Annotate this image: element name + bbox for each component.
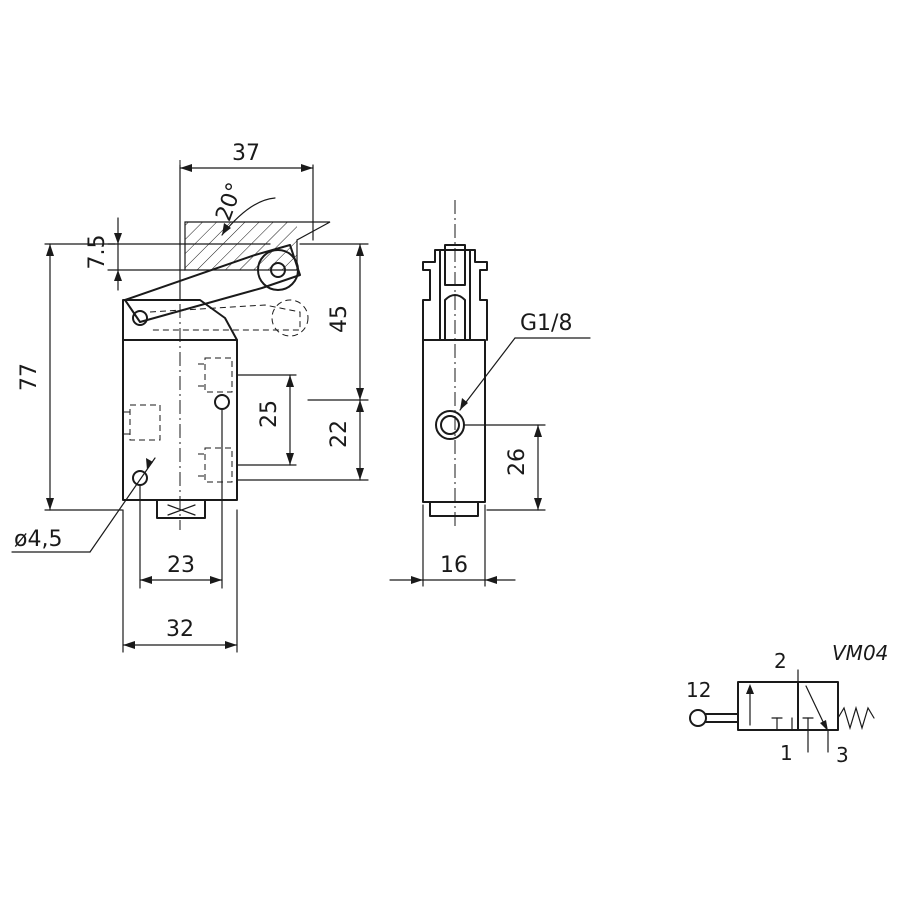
- pivot-hole: [132, 310, 148, 326]
- roller-lever: [124, 244, 309, 337]
- svg-text:7.5: 7.5: [85, 235, 110, 270]
- port-3-label: 3: [836, 743, 849, 767]
- svg-text:ø4,5: ø4,5: [14, 527, 62, 552]
- dim-37: 37: [179, 141, 314, 301]
- dim-16: 16: [389, 504, 516, 587]
- dim-32: 32: [122, 509, 238, 653]
- port-1-label: 1: [780, 741, 793, 765]
- dim-77: 77: [17, 243, 123, 511]
- svg-text:26: 26: [505, 448, 530, 476]
- pneumatic-symbol: VM04 12 2 1 3: [686, 641, 888, 767]
- svg-text:37: 37: [232, 141, 260, 166]
- dim-26: 26: [464, 424, 546, 511]
- dim-25: 25: [236, 374, 297, 466]
- port-holes: [124, 357, 233, 486]
- svg-text:25: 25: [257, 400, 282, 428]
- roller-actuator-icon: [689, 709, 707, 727]
- svg-text:45: 45: [327, 305, 352, 333]
- cam-ramp: [184, 221, 331, 271]
- front-view: 37 20° 7.5 77: [11, 141, 369, 653]
- port-2-label: 2: [774, 649, 787, 673]
- port-12-label: 12: [686, 678, 711, 702]
- dim-thread: G1/8: [459, 311, 591, 411]
- side-view: G1/8 26 16: [389, 200, 591, 587]
- svg-text:77: 77: [17, 363, 42, 391]
- dim-22: 22: [236, 399, 369, 481]
- dim-hole-diameter: ø4,5: [11, 457, 156, 553]
- spring-icon: [837, 705, 875, 731]
- mounting-hole: [132, 470, 148, 486]
- dim-45: 45: [299, 243, 369, 401]
- model-label: VM04: [832, 641, 888, 665]
- svg-text:G1/8: G1/8: [520, 311, 572, 336]
- svg-text:20°: 20°: [211, 179, 248, 224]
- svg-text:23: 23: [167, 553, 195, 578]
- svg-text:32: 32: [166, 617, 194, 642]
- dim-23: 23: [139, 409, 223, 589]
- dim-7-5: 7.5: [85, 217, 271, 291]
- svg-text:16: 16: [440, 553, 468, 578]
- svg-text:22: 22: [327, 420, 352, 448]
